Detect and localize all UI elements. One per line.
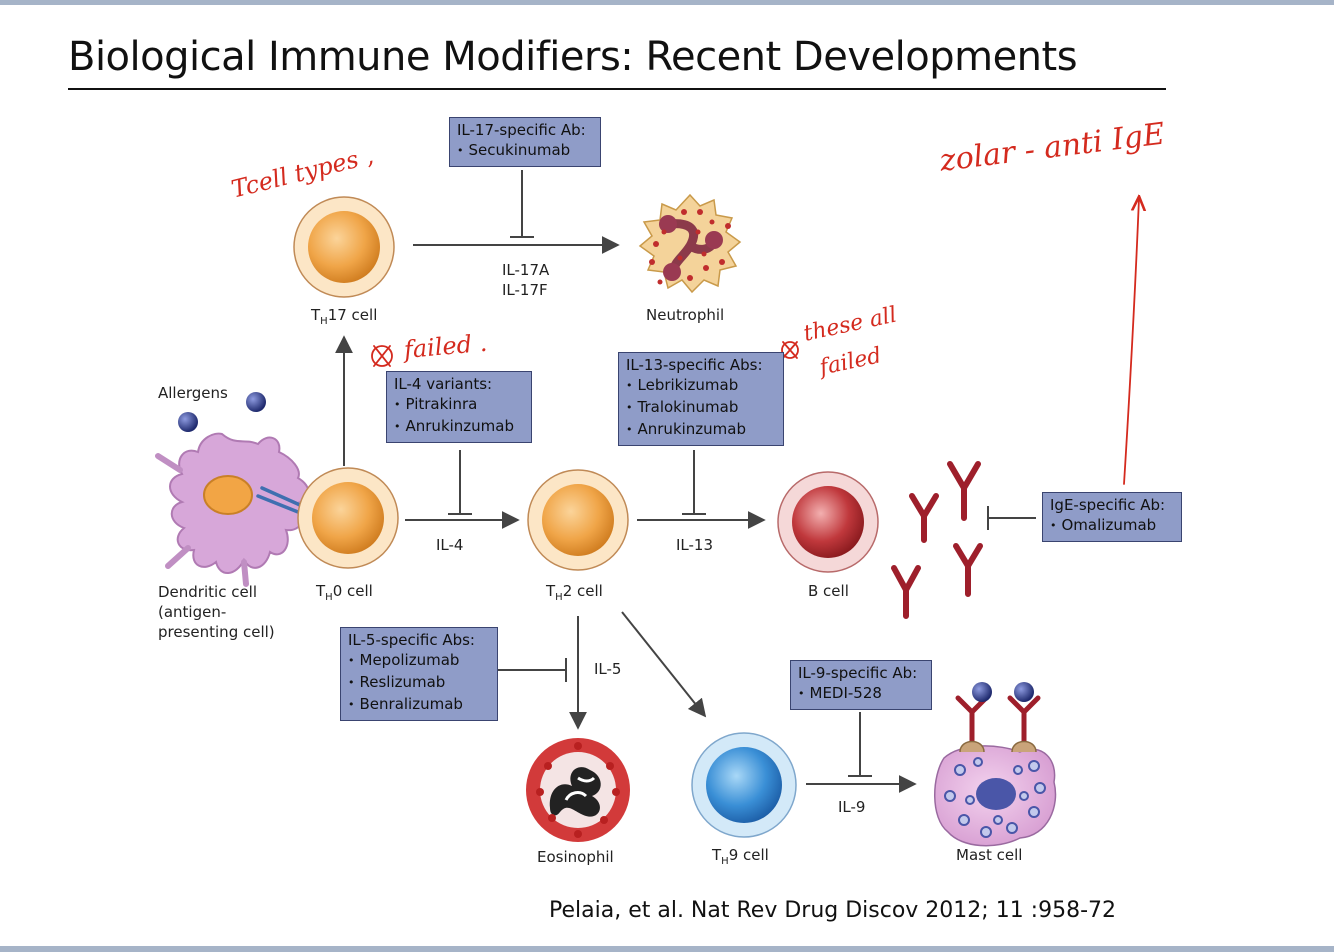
ige-antibodies (891, 461, 983, 619)
allergen-particle-2 (246, 392, 266, 412)
th0-cell-label: TH0 cell (316, 582, 373, 603)
b-cell-shape (777, 471, 879, 573)
citation: Pelaia, et al. Nat Rev Drug Discov 2012;… (549, 898, 1117, 923)
il17-cytokine-label: IL-17A IL-17F (502, 261, 550, 299)
allergen-particle-1 (178, 412, 198, 432)
box-il5-antibodies: IL-5-specific Abs: Mepolizumab Reslizuma… (340, 627, 498, 721)
pathway-arrows (335, 236, 917, 793)
drug-medi-528: MEDI-528 (798, 683, 924, 705)
inhibit-il4 (448, 450, 472, 515)
th2-cell-label: TH2 cell (546, 582, 603, 603)
mhc-receptor (256, 486, 302, 514)
il4-cytokine-label: IL-4 (436, 536, 464, 554)
arrow-th2-th9 (621, 611, 707, 718)
il13-cytokine-label: IL-13 (676, 536, 714, 554)
th17-cell-label: TH17 cell (311, 306, 378, 327)
box-il13-antibodies: IL-13-specific Abs: Lebrikizumab Traloki… (618, 352, 784, 446)
th2-cell-shape (527, 469, 629, 571)
eosinophil-label: Eosinophil (537, 848, 614, 866)
neutrophil-shape (638, 193, 742, 294)
box-il9-title: IL-9-specific Ab: (798, 664, 918, 682)
th0-cell-shape (297, 467, 399, 569)
il9-cytokine-label: IL-9 (838, 798, 866, 816)
ige-antibody-1 (947, 461, 981, 521)
drug-mepolizumab: Mepolizumab (348, 650, 490, 672)
il5-cytokine-label: IL-5 (594, 660, 622, 678)
drug-benralizumab: Benralizumab (348, 694, 490, 716)
ige-antibody-2 (909, 493, 939, 543)
box-ige-antibody: IgE-specific Ab: Omalizumab (1042, 492, 1182, 542)
drug-omalizumab: Omalizumab (1050, 515, 1174, 537)
mast-cell-label: Mast cell (956, 846, 1023, 864)
inhibition-lines (448, 170, 1036, 777)
drug-reslizumab: Reslizumab (348, 672, 490, 694)
box-il17-antibody: IL-17-specific Ab: Secukinumab (449, 117, 601, 167)
dendritic-cell-label: Dendritic cell (antigen- presenting cell… (158, 583, 275, 641)
arrow-to-xolair-note (1123, 198, 1139, 485)
mast-cell-shape (934, 682, 1057, 847)
mast-ige-complex-left (955, 682, 992, 753)
inhibit-ige (987, 506, 1036, 530)
box-ige-title: IgE-specific Ab: (1050, 496, 1166, 514)
eosinophil-shape (526, 738, 630, 842)
th9-cell-shape (691, 732, 797, 838)
mast-ige-complex-right (1007, 682, 1041, 753)
th17-cell-shape (293, 196, 395, 298)
box-il9-antibody: IL-9-specific Ab: MEDI-528 (790, 660, 932, 710)
th9-cell-label: TH9 cell (712, 846, 769, 867)
b-cell-label: B cell (808, 582, 849, 600)
drug-secukinumab: Secukinumab (457, 140, 593, 162)
slide-bottom-border (0, 946, 1334, 952)
drug-anrukinzumab-il13: Anrukinzumab (626, 419, 776, 441)
crossed-circle-mark-1 (371, 345, 393, 367)
box-il4-variants: IL-4 variants: Pitrakinra Anrukinzumab (386, 371, 532, 443)
drug-pitrakinra: Pitrakinra (394, 394, 524, 416)
title-underline (68, 88, 1166, 90)
inhibit-il17 (510, 170, 534, 238)
allergens-label: Allergens (158, 384, 228, 402)
box-il17-title: IL-17-specific Ab: (457, 121, 586, 139)
drug-lebrikizumab: Lebrikizumab (626, 375, 776, 397)
box-il5-title: IL-5-specific Abs: (348, 631, 475, 649)
inhibit-il5 (498, 658, 567, 682)
ige-antibody-3 (953, 543, 983, 597)
drug-tralokinumab: Tralokinumab (626, 397, 776, 419)
inhibit-il9 (848, 712, 872, 777)
neutrophil-label: Neutrophil (646, 306, 725, 324)
crossed-circle-mark-2 (781, 341, 799, 359)
dendritic-nucleus (203, 475, 253, 515)
dendritic-cell-shape (155, 432, 325, 587)
inhibit-il13 (682, 450, 706, 515)
drug-anrukinzumab: Anrukinzumab (394, 416, 524, 438)
box-il13-title: IL-13-specific Abs: (626, 356, 763, 374)
box-il4-title: IL-4 variants: (394, 375, 493, 393)
ige-antibody-4 (891, 565, 921, 619)
slide-top-border (0, 0, 1334, 5)
slide-title: Biological Immune Modifiers: Recent Deve… (68, 34, 1078, 80)
